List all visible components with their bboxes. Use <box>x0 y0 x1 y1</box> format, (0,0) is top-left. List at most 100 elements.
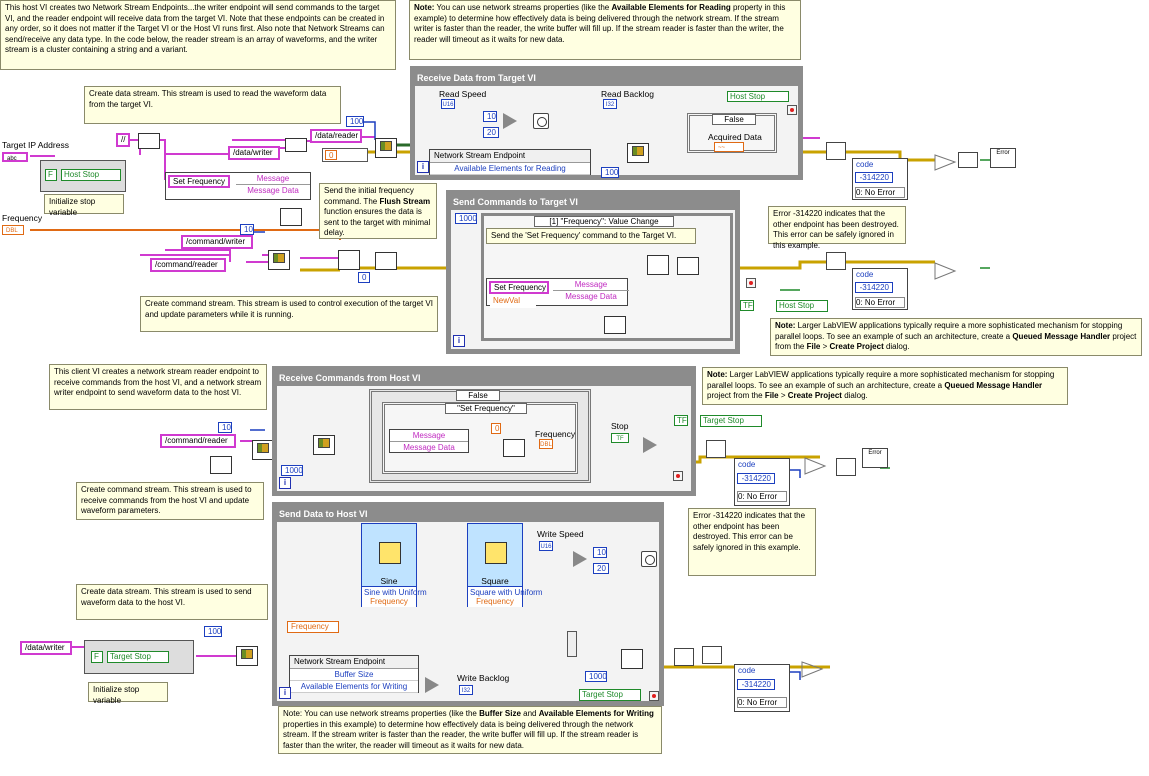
square-waveform-vi[interactable]: Square Square with Uniform Frequency <box>467 523 542 607</box>
no-error-ring[interactable]: 0: No Error <box>737 491 787 502</box>
init-stop-sequence-host[interactable]: F Host Stop <box>40 160 126 192</box>
data-writer-client-constant[interactable]: /data/writer <box>20 641 72 655</box>
ten-constant[interactable]: 10 <box>483 111 497 122</box>
build-array-node[interactable] <box>567 631 577 657</box>
twenty-constant-write[interactable]: 20 <box>593 563 609 574</box>
false-constant[interactable]: F <box>91 651 103 663</box>
in-range-coerce-node[interactable] <box>503 113 517 129</box>
error-code-cluster-client-1[interactable]: code -314220 0: No Error <box>734 458 790 506</box>
error-code-constant[interactable]: -314220 <box>855 172 893 183</box>
error-cluster-constant[interactable]: 0 <box>322 148 368 162</box>
timeout-zero[interactable]: 0 <box>325 150 337 160</box>
flush-stream-node-2[interactable] <box>677 257 699 275</box>
merge-errors-node-top[interactable] <box>958 152 978 168</box>
flush-stream-node[interactable] <box>375 252 397 270</box>
set-frequency-bundle-host[interactable]: Set Frequency Message Message Data <box>165 172 311 200</box>
create-writer-endpoint-client[interactable] <box>236 646 258 666</box>
flush-stream-client[interactable] <box>674 648 694 666</box>
error-handler-client[interactable]: Error <box>862 448 888 468</box>
create-reader-endpoint-client[interactable] <box>252 440 274 460</box>
send-commands-loop[interactable]: Send Commands to Target VI 1000 [1] "Fre… <box>446 190 740 354</box>
no-error-ring[interactable]: 0: No Error <box>855 187 905 198</box>
buffer-size-10-client[interactable]: 10 <box>218 422 232 433</box>
frequency-control[interactable]: DBL <box>2 225 24 235</box>
write-speed-control[interactable]: U16 <box>539 541 553 551</box>
command-writer-constant[interactable]: /command/writer <box>181 235 253 249</box>
command-reader-client-constant[interactable]: /command/reader <box>160 434 236 448</box>
receive-data-loop[interactable]: Receive Data from Target VI Read Speed U… <box>410 66 803 180</box>
host-stop-local-variable[interactable]: Host Stop <box>61 169 121 181</box>
clear-errors-node[interactable] <box>826 142 846 160</box>
error-code-constant[interactable]: -314220 <box>855 282 893 293</box>
target-stop-local-read[interactable]: Target Stop <box>579 689 641 701</box>
event-timeout-1000[interactable]: 1000 <box>455 213 477 224</box>
error-handler-host-top[interactable]: Error <box>990 148 1016 168</box>
buffer-size-100-client[interactable]: 100 <box>204 626 222 637</box>
init-stop-sequence-client[interactable]: F Target Stop <box>84 640 194 674</box>
stop-button[interactable]: TF <box>611 433 629 443</box>
create-writer-endpoint-node[interactable] <box>268 250 290 270</box>
case-selector-set-frequency[interactable]: "Set Frequency" <box>445 403 527 414</box>
no-error-ring[interactable]: 0: No Error <box>737 697 787 708</box>
receive-commands-loop[interactable]: Receive Commands from Host VI 1000 False… <box>272 366 696 496</box>
no-error-ring[interactable]: 0: No Error <box>855 297 905 308</box>
write-multiple-elements-node[interactable] <box>621 649 643 669</box>
sine-waveform-vi[interactable]: Sine Sine with Uniform Frequency <box>361 523 427 607</box>
error-code-constant[interactable]: -314220 <box>737 473 775 484</box>
concat-string-node[interactable] <box>138 133 160 149</box>
target-stop-local-write[interactable]: Target Stop <box>700 415 762 427</box>
or-node[interactable] <box>643 437 657 453</box>
timeout-100-constant[interactable]: 100 <box>601 167 619 178</box>
read-speed-control[interactable]: U16 <box>441 99 455 109</box>
clear-errors-client-2[interactable] <box>702 646 722 664</box>
unbundle-message[interactable]: Message Message Data <box>389 429 469 453</box>
variant-to-data-node[interactable] <box>503 439 525 457</box>
set-frequency-constant-2[interactable]: Set Frequency <box>489 281 549 294</box>
buffer-size-10-constant[interactable]: 10 <box>240 224 254 235</box>
send-data-loop[interactable]: Send Data to Host VI Sine Sine with Unif… <box>272 502 664 706</box>
slash-constant[interactable]: // <box>116 133 130 147</box>
frequency-local-ref[interactable]: Frequency <box>287 621 339 633</box>
error-code-cluster-client-2[interactable]: code -314220 0: No Error <box>734 664 790 712</box>
ten-constant-write[interactable]: 10 <box>593 547 607 558</box>
tf-constant[interactable]: TF <box>740 300 754 311</box>
target-ip-control[interactable]: abc <box>2 152 28 162</box>
buffer-size-100-constant-host[interactable]: 100 <box>346 116 364 127</box>
case-structure-outer-false[interactable]: False "Set Frequency" Message Message Da… <box>369 389 591 483</box>
coerce-node-write[interactable] <box>573 551 587 567</box>
tf-constant-client[interactable]: TF <box>674 415 688 426</box>
error-code-cluster-mid[interactable]: code -314220 0: No Error <box>852 268 908 310</box>
command-reader-constant[interactable]: /command/reader <box>150 258 226 272</box>
write-timeout-1000[interactable]: 1000 <box>585 671 607 682</box>
case-selector-false[interactable]: False <box>456 390 500 401</box>
case-selector[interactable]: False <box>712 114 756 125</box>
case-structure-false[interactable]: False Acquired Data ~~ <box>687 113 777 153</box>
read-multiple-elements-node[interactable] <box>627 143 649 163</box>
event-selector[interactable]: [1] "Frequency": Value Change <box>534 216 674 227</box>
merge-errors-client[interactable] <box>836 458 856 476</box>
error-code-constant[interactable]: -314220 <box>737 679 775 690</box>
target-stop-local-variable[interactable]: Target Stop <box>107 651 169 663</box>
read-timeout-1000[interactable]: 1000 <box>281 465 303 476</box>
clear-errors-client[interactable] <box>706 440 726 458</box>
wait-ms-node[interactable] <box>533 113 549 129</box>
write-single-element-node[interactable] <box>338 250 360 270</box>
false-constant[interactable]: F <box>45 169 57 181</box>
data-writer-constant[interactable]: /data/writer <box>228 146 280 160</box>
write-single-element-node-2[interactable] <box>647 255 669 275</box>
wait-ms-node-write[interactable] <box>641 551 657 567</box>
network-stream-property-node-write[interactable]: Network Stream Endpoint Buffer Size Avai… <box>289 655 419 693</box>
zero-dbl-constant[interactable]: 0 <box>491 423 501 434</box>
network-stream-property-node-read[interactable]: Network Stream Endpoint Available Elemen… <box>429 149 591 175</box>
data-reader-constant[interactable]: /data/reader <box>310 129 362 143</box>
read-single-element-node[interactable] <box>313 435 335 455</box>
error-code-cluster-top[interactable]: code -314220 0: No Error <box>852 158 908 200</box>
set-frequency-constant[interactable]: Set Frequency <box>168 175 230 188</box>
twenty-constant[interactable]: 20 <box>483 127 499 138</box>
case-structure-inner[interactable]: "Set Frequency" Message Message Data 0 F… <box>382 402 578 474</box>
clear-errors-node-2[interactable] <box>826 252 846 270</box>
host-stop-write[interactable]: Host Stop <box>776 300 828 312</box>
zero-constant[interactable]: 0 <box>358 272 370 283</box>
build-url-node[interactable] <box>285 138 307 152</box>
event-structure[interactable]: [1] "Frequency": Value Change Send the '… <box>481 213 733 341</box>
